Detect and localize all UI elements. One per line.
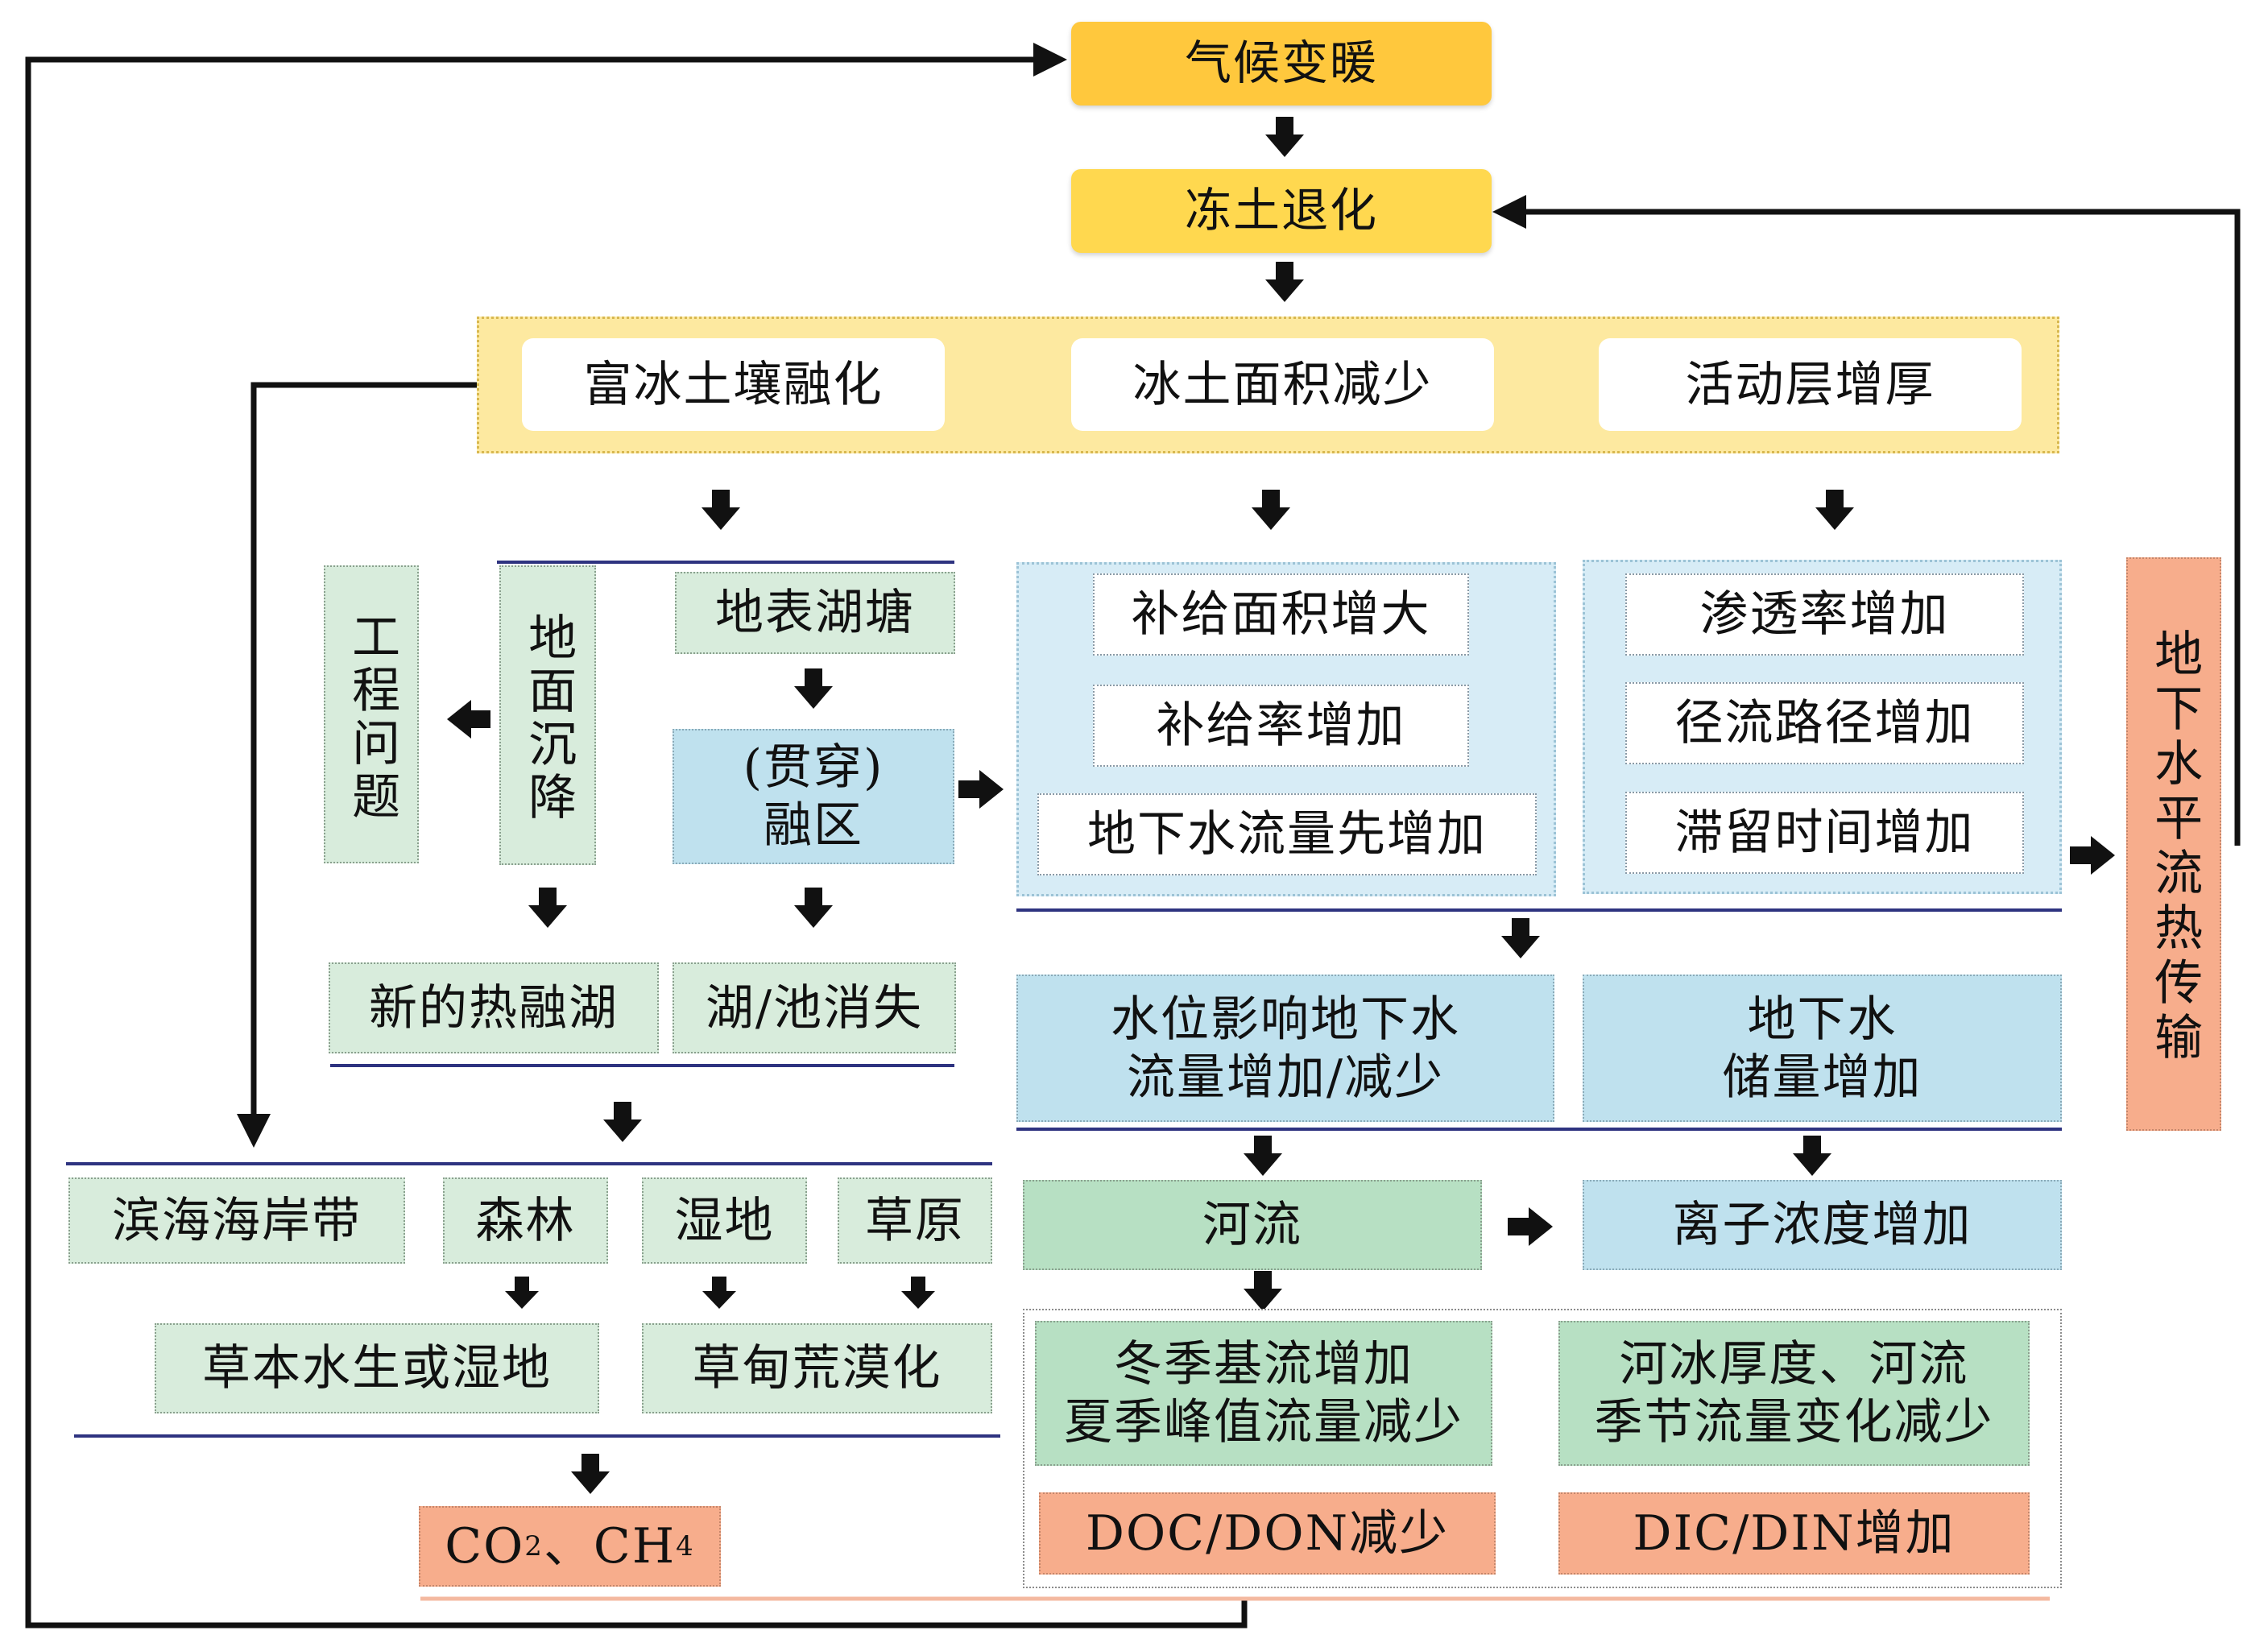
arrow-down xyxy=(901,1277,935,1309)
coastal-zone-box: 滨海海岸带 xyxy=(68,1177,405,1264)
arrow-down xyxy=(528,888,567,928)
arrow-down xyxy=(702,490,740,530)
arrow-down xyxy=(1265,262,1304,302)
ion-concentration-box: 离子浓度增加 xyxy=(1583,1180,2062,1270)
ground-subsidence-box: 地面沉降 xyxy=(499,565,596,865)
arrow-right xyxy=(1508,1207,1553,1246)
arrow-down xyxy=(571,1454,610,1494)
climate-warming-box: 气候变暖 xyxy=(1071,22,1492,106)
arrow-down xyxy=(794,888,833,928)
surface-ponds-box: 地表湖塘 xyxy=(675,572,955,654)
wetland-box: 湿地 xyxy=(642,1177,807,1264)
arrow-down xyxy=(505,1277,539,1309)
grassland-box: 草原 xyxy=(838,1177,992,1264)
thaw-to-ecosystem-line xyxy=(237,382,477,1148)
water-level-effect-box: 水位影响地下水 流量增加/减少 xyxy=(1016,975,1554,1122)
feedback-loop-line xyxy=(25,43,1248,1629)
co2-subscript: 2 xyxy=(524,1529,544,1562)
arrow-down xyxy=(1244,1271,1282,1311)
co2-label: CO xyxy=(445,1518,525,1575)
arrow-down xyxy=(1265,117,1304,157)
arrow-right xyxy=(958,770,1004,809)
groundwater-heat-transport-box: 地下水平流热传输 xyxy=(2126,557,2221,1131)
permafrost-area-reduction-box: 冰土面积减少 xyxy=(1071,338,1494,431)
engineering-issues-label: 工程问题 xyxy=(343,611,400,824)
heat-feedback-line xyxy=(1492,195,2241,846)
ch4-label: 、CH xyxy=(543,1518,677,1575)
runoff-path-box: 径流路径增加 xyxy=(1625,682,2024,764)
arrow-down xyxy=(794,668,833,709)
meadow-desertification-box: 草甸荒漠化 xyxy=(642,1323,992,1413)
arrow-down xyxy=(1501,918,1540,958)
recharge-area-box: 补给面积增大 xyxy=(1093,573,1469,656)
arrow-down xyxy=(1793,1136,1831,1176)
baseflow-change-box: 冬季基流增加 夏季峰值流量减少 xyxy=(1035,1321,1492,1466)
river-box: 河流 xyxy=(1023,1180,1482,1270)
through-talik-box: (贯穿) 融区 xyxy=(673,729,954,864)
recharge-rate-box: 补给率增加 xyxy=(1093,685,1469,767)
river-ice-change-box: 河冰厚度、河流 季节流量变化减少 xyxy=(1558,1321,2030,1466)
arrow-down xyxy=(1252,490,1290,530)
doc-don-box: DOC/DON减少 xyxy=(1039,1492,1496,1575)
dic-din-box: DIC/DIN增加 xyxy=(1558,1492,2030,1575)
ice-rich-soil-thaw-box: 富冰土壤融化 xyxy=(522,338,945,431)
herb-aquatic-wetland-box: 草本水生或湿地 xyxy=(155,1323,599,1413)
arrow-right xyxy=(2070,836,2115,875)
ch4-subscript: 4 xyxy=(676,1529,695,1562)
infiltration-rate-box: 渗透率增加 xyxy=(1625,573,2024,656)
new-thaw-lakes-box: 新的热融湖 xyxy=(329,962,659,1053)
engineering-issues-box: 工程问题 xyxy=(324,565,419,863)
arrow-down xyxy=(1815,490,1854,530)
active-layer-thickening-box: 活动层增厚 xyxy=(1599,338,2022,431)
arrow-left xyxy=(447,700,490,739)
permafrost-degradation-box: 冻土退化 xyxy=(1071,169,1492,253)
groundwater-flow-box: 地下水流量先增加 xyxy=(1037,793,1537,875)
residence-time-box: 滞留时间增加 xyxy=(1625,792,2024,874)
groundwater-heat-transport-label: 地下水平流热传输 xyxy=(2146,628,2203,1066)
arrow-down xyxy=(702,1277,736,1309)
lakes-disappear-box: 湖/池消失 xyxy=(673,962,956,1053)
groundwater-storage-box: 地下水 储量增加 xyxy=(1583,975,2062,1122)
arrow-down xyxy=(603,1102,642,1142)
divider-lines xyxy=(66,561,2062,1438)
arrow-down xyxy=(1244,1136,1282,1176)
ground-subsidence-label: 地面沉降 xyxy=(519,612,577,825)
forest-box: 森林 xyxy=(443,1177,608,1264)
